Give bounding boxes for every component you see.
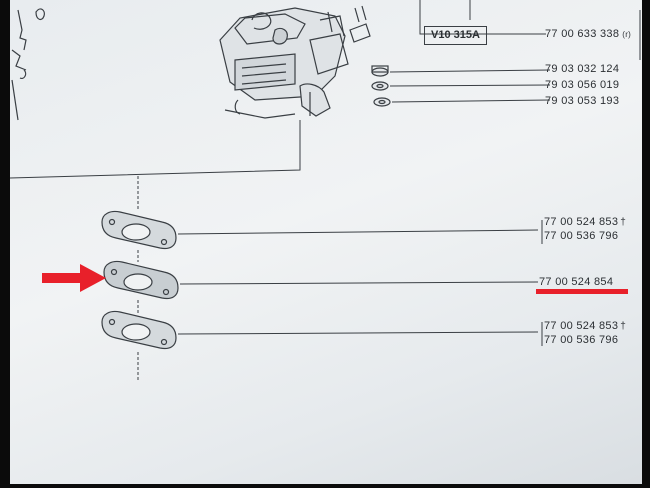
highlight-underline bbox=[536, 289, 628, 294]
part-number-gasket-top-2: 77 00 536 796 bbox=[544, 230, 619, 242]
red-arrow-icon bbox=[42, 264, 106, 292]
part-number-gasket-bottom-2: 77 00 536 796 bbox=[544, 334, 619, 346]
part-suffix: (r) bbox=[622, 30, 632, 39]
part-number-washer-a: 79 03 056 019 bbox=[545, 79, 620, 91]
parts-catalog-sheet: V10 315A 77 00 633 338(r) 79 03 032 124 … bbox=[10, 0, 642, 484]
part-number-gasket-bottom-1: 77 00 524 853† bbox=[544, 320, 626, 333]
part-number-text: 77 00 524 853 bbox=[544, 320, 619, 332]
dagger-mark: † bbox=[620, 321, 627, 332]
part-number-nut: 79 03 032 124 bbox=[545, 63, 620, 75]
part-number-text: 77 00 633 338 bbox=[545, 28, 620, 40]
tool-reference: V10 315A bbox=[431, 29, 480, 41]
flange-gasket-icon bbox=[103, 260, 179, 300]
part-number-carb-kit: 77 00 633 338(r) bbox=[545, 28, 631, 41]
part-number-gasket-top-1: 77 00 524 853† bbox=[544, 216, 626, 229]
flange-gasket-icon bbox=[101, 310, 177, 350]
tool-reference-box: V10 315A bbox=[424, 26, 487, 45]
part-number-text: 77 00 524 853 bbox=[544, 216, 619, 228]
carburettor-drawing-icon bbox=[219, 5, 371, 119]
nut-icon bbox=[371, 65, 389, 77]
small-parts-left bbox=[11, 8, 45, 121]
part-number-gasket-mid: 77 00 524 854 bbox=[539, 276, 614, 288]
washer-icon bbox=[371, 81, 391, 107]
dagger-mark: † bbox=[620, 217, 627, 228]
exploded-diagram bbox=[10, 0, 641, 380]
part-number-washer-b: 79 03 053 193 bbox=[545, 95, 620, 107]
flange-gasket-icon bbox=[101, 210, 177, 250]
